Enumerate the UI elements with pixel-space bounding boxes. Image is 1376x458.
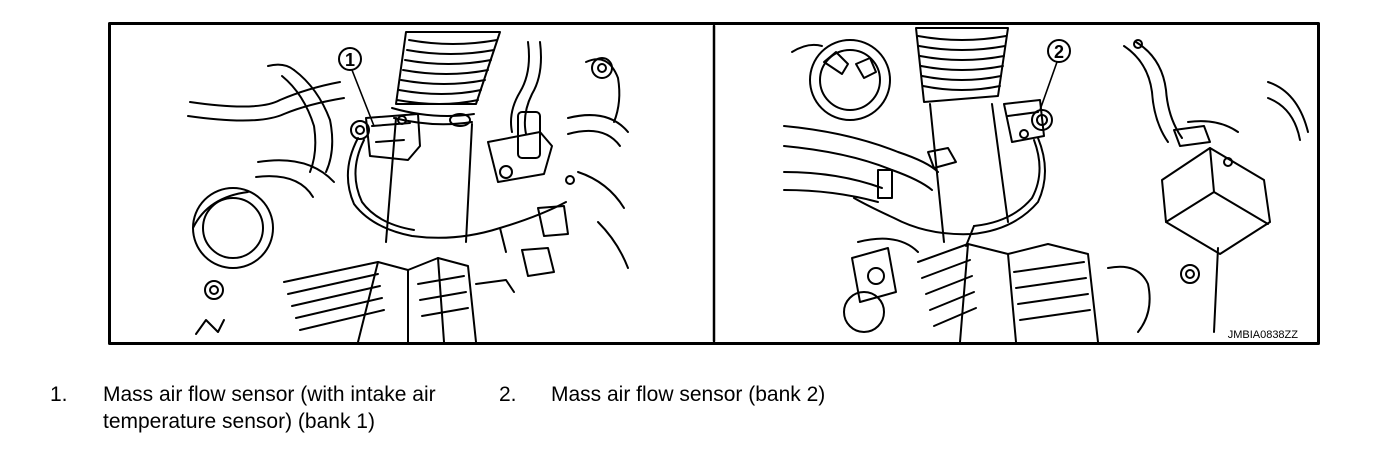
callout-1-circle	[338, 47, 362, 71]
engine-bay-illustration: 1 2 JMBIA0838ZZ	[108, 22, 1320, 345]
callout-2-leader	[1039, 61, 1058, 111]
legend-item-2-number: 2.	[499, 383, 517, 406]
callout-1-label: 1	[345, 50, 355, 70]
callout-2-circle	[1047, 39, 1071, 63]
callout-2-label: 2	[1054, 42, 1064, 62]
left-panel-drawing	[187, 31, 629, 343]
legend-item-1-text: Mass air flow sensor (with intake air te…	[103, 383, 436, 433]
right-panel-drawing	[783, 27, 1309, 343]
figure-code: JMBIA0838ZZ	[1228, 329, 1299, 341]
figure-frame	[108, 22, 1320, 345]
legend-item-1-number: 1.	[50, 383, 68, 406]
callout-1-leader	[351, 69, 375, 127]
legend-item-2-text: Mass air flow sensor (bank 2)	[551, 383, 826, 406]
